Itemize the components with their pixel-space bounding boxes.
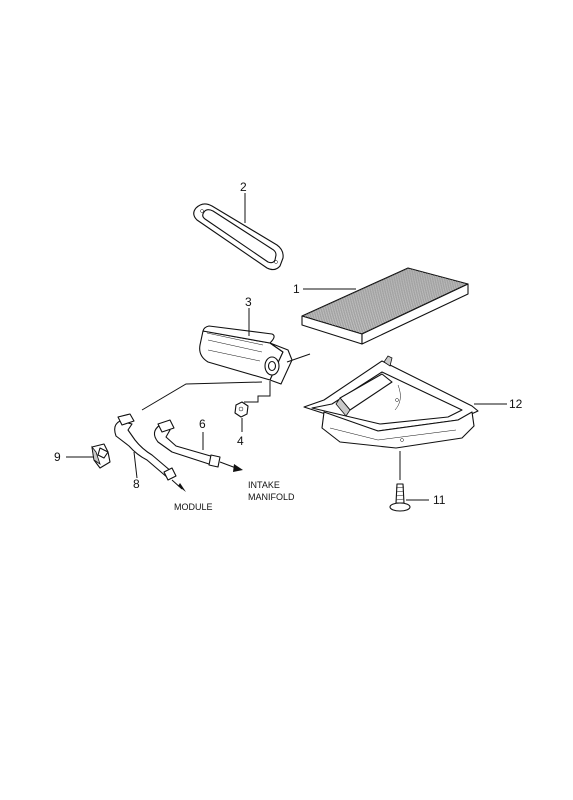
filter-pleat-line bbox=[325, 274, 433, 324]
module-label: MODULE bbox=[174, 502, 213, 512]
filter-pleat-line bbox=[339, 277, 446, 328]
callout-11: 11 bbox=[433, 493, 446, 507]
filter-pleat-line bbox=[328, 274, 436, 325]
filter-pleat-line bbox=[343, 278, 451, 329]
filter-pleat-line bbox=[306, 268, 413, 318]
filter-pleat-line bbox=[318, 272, 425, 322]
part-2-gasket bbox=[193, 203, 284, 271]
filter-pleat-line bbox=[316, 271, 424, 321]
part-8-hose bbox=[114, 413, 186, 492]
filter-pleat-line bbox=[342, 278, 449, 329]
callout-6: 6 bbox=[199, 417, 206, 431]
filter-pleat-line bbox=[322, 273, 430, 323]
part-4-nut bbox=[234, 401, 249, 418]
part-12-lower-housing bbox=[303, 355, 479, 449]
filter-pleat-line bbox=[307, 269, 415, 319]
callout-8: 8 bbox=[133, 477, 140, 491]
part-6-hose bbox=[153, 419, 243, 472]
filter-pleat-line bbox=[331, 275, 439, 326]
filter-pleat-line bbox=[340, 278, 448, 328]
filter-pleat-line bbox=[345, 279, 452, 330]
callout-3: 3 bbox=[245, 295, 252, 309]
part-1-filter-element bbox=[301, 267, 469, 345]
filter-pleat-line bbox=[315, 271, 422, 321]
callout-2: 2 bbox=[240, 180, 247, 194]
filter-pleat-line bbox=[330, 275, 437, 325]
filter-pleat-line bbox=[337, 277, 445, 328]
filter-pleat-line bbox=[327, 274, 434, 324]
callout-4: 4 bbox=[237, 434, 244, 448]
filter-pleat-line bbox=[352, 281, 460, 332]
filter-pleat-line bbox=[312, 270, 419, 320]
filter-pleat-line bbox=[310, 270, 418, 319]
filter-pleat-line bbox=[357, 282, 464, 333]
filter-pleat-line bbox=[336, 276, 443, 327]
callout-12: 12 bbox=[509, 397, 523, 411]
filter-pleat-line bbox=[309, 269, 416, 319]
intake-label-line1: INTAKE bbox=[248, 480, 280, 490]
filter-pleat-line bbox=[319, 272, 427, 322]
filter-pleat-line bbox=[358, 282, 466, 334]
filter-pleat-line bbox=[346, 279, 454, 330]
filter-pleat-line bbox=[348, 280, 455, 331]
leader-lines bbox=[66, 193, 507, 501]
guide-lines bbox=[141, 381, 271, 411]
filter-pleat-line bbox=[304, 268, 412, 318]
filter-pleat-line bbox=[324, 273, 431, 323]
filter-pleat-line bbox=[355, 282, 463, 333]
filter-pleat-line bbox=[334, 276, 442, 327]
filter-pleat-line bbox=[351, 280, 458, 332]
filter-pleat-line bbox=[321, 272, 428, 323]
filter-pleat-line bbox=[349, 280, 457, 331]
part-11-screw bbox=[389, 451, 411, 512]
filter-pleat-line bbox=[360, 283, 467, 334]
filter-pleat-line bbox=[354, 281, 461, 332]
part-3-canister bbox=[199, 325, 311, 385]
callout-1: 1 bbox=[293, 282, 300, 296]
filter-pleat-line bbox=[303, 268, 410, 317]
part-9-clamp bbox=[91, 443, 111, 469]
filter-pleat-line bbox=[313, 270, 421, 320]
intake-label-line2: MANIFOLD bbox=[248, 492, 295, 502]
filter-pleat-line bbox=[333, 276, 440, 326]
callout-9: 9 bbox=[54, 450, 61, 464]
